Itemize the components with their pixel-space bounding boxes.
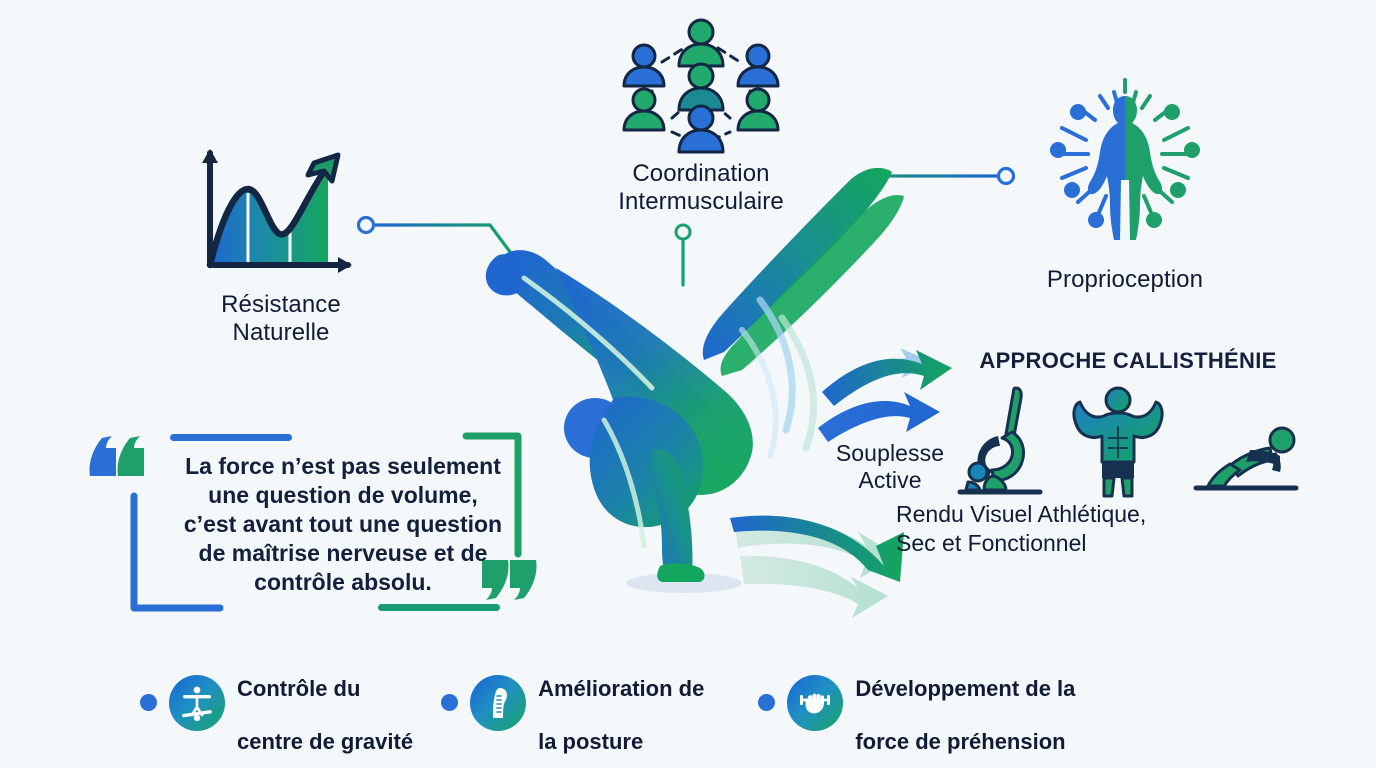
bottom-item-centre-gravite[interactable]: Contrôle du centre de gravité [140,650,413,756]
node-proprioception-label: Proprioception [1046,266,1204,293]
pushup-figure [1193,426,1299,491]
bottom-item-2-label: Amélioration de la posture [538,676,705,755]
connector-coordination [674,223,692,287]
quote-block: La force n’est pas seulement une questio… [86,408,586,620]
grip-barbell-icon [787,674,844,731]
node-souplesse-label: Souplesse Active [835,440,945,494]
spine-posture-icon [470,674,527,731]
handstand-figure [957,386,1043,495]
node-proprioception: Proprioception [1000,62,1250,294]
growth-chart-icon [202,149,352,273]
bottom-item-3-label: Développement de la force de préhension [855,676,1076,755]
close-quote-mark [482,560,537,600]
node-resistance: Résistance Naturelle [186,145,376,348]
souplesse-icon-space [806,342,974,438]
swoosh-arrows-icon [730,515,904,618]
bottom-item-prehension[interactable]: Développement de la force de préhension [758,650,1075,756]
person-node [677,18,725,68]
node-coordination: Coordination Intermusculaire [566,14,836,217]
approche-title: APPROCHE CALLISTHÉNIE [979,348,1277,373]
block-approche-callisthenie: APPROCHE CALLISTHÉNIE [950,348,1306,502]
node-rendu: Rendu Visuel Athlétique, Sec et Fonction… [718,500,1218,558]
flex-figure [1072,386,1164,498]
bottom-item-1-label: Contrôle du centre de gravité [237,676,414,755]
node-rendu-label: Rendu Visuel Athlétique, Sec et Fonction… [896,501,1147,556]
center-gymnast-figure [485,167,904,593]
flow-arrows-icon [818,348,952,442]
balance-board-icon [169,674,225,731]
quote-text: La force n’est pas seulement une questio… [183,453,503,595]
bullet-dot-icon [758,694,776,712]
node-souplesse: Souplesse Active [806,342,974,494]
open-quote-mark [89,436,144,476]
node-coordination-label: Coordination Intermusculaire [618,160,784,216]
bullet-dot-icon [140,694,157,712]
bottom-item-posture[interactable]: Amélioration de la posture [441,650,704,756]
people-network-icon [622,18,780,154]
approche-figures [950,382,1306,502]
body-radiating-icon [1050,78,1200,240]
bottom-row: Contrôle du centre de gravité [140,650,1250,756]
bullet-dot-icon [441,694,459,712]
node-resistance-label: Résistance Naturelle [221,291,341,347]
quote-brackets [89,432,537,612]
